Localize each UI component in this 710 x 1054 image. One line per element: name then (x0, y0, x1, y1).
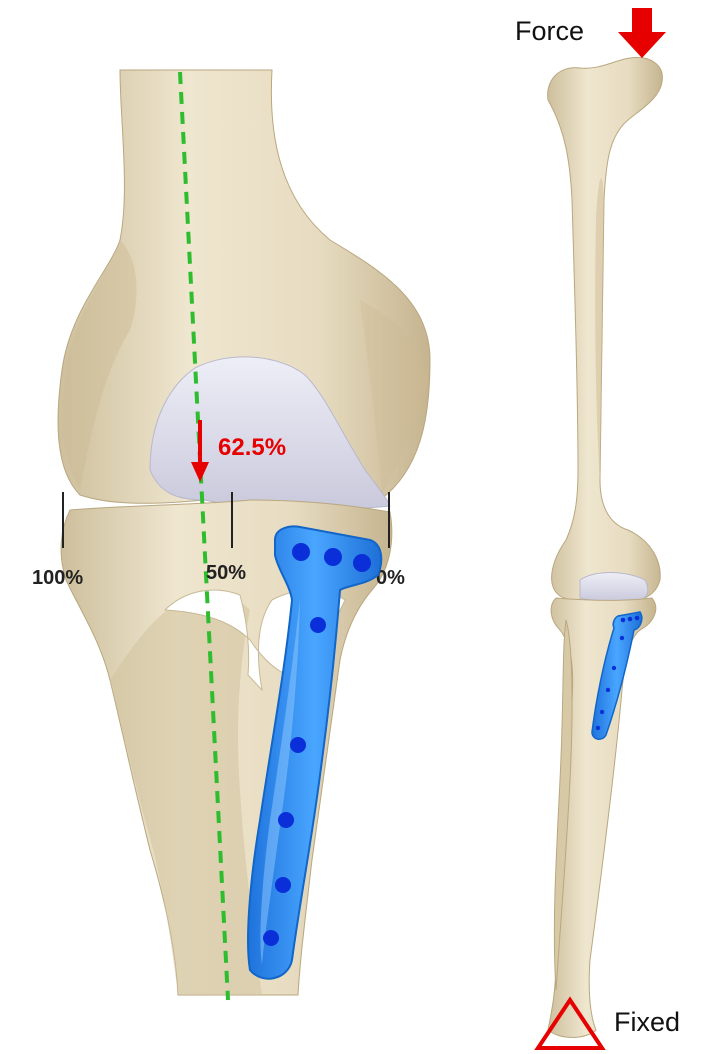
screw-hole (290, 737, 306, 753)
load-point-label: 62.5% (218, 434, 286, 461)
screw-hole (292, 543, 310, 561)
screw-hole (310, 617, 326, 633)
force-label: Force (515, 16, 584, 46)
screw-hole (620, 636, 624, 640)
screw-hole (275, 877, 291, 893)
full-leg-model: Force Fixed (515, 8, 680, 1048)
screw-hole (353, 554, 371, 572)
scale-label-50: 50% (206, 562, 246, 584)
screw-hole (324, 548, 342, 566)
screw-hole (263, 930, 279, 946)
screw-hole (621, 618, 626, 623)
screw-hole (606, 688, 610, 692)
knee-closeup: 62.5% 100% 50% 0% (32, 70, 430, 1000)
screw-hole (278, 812, 294, 828)
screw-hole (635, 616, 640, 621)
tibia-shadow (110, 594, 262, 995)
screw-hole (600, 710, 604, 714)
down-arrow-icon (618, 8, 666, 58)
screw-hole (612, 666, 616, 670)
full-cartilage (580, 573, 648, 602)
scale-label-100: 100% (32, 567, 83, 589)
screw-hole (596, 726, 600, 730)
full-femur-bone (548, 57, 663, 603)
screw-hole (628, 617, 633, 622)
fixed-label: Fixed (614, 1007, 680, 1037)
